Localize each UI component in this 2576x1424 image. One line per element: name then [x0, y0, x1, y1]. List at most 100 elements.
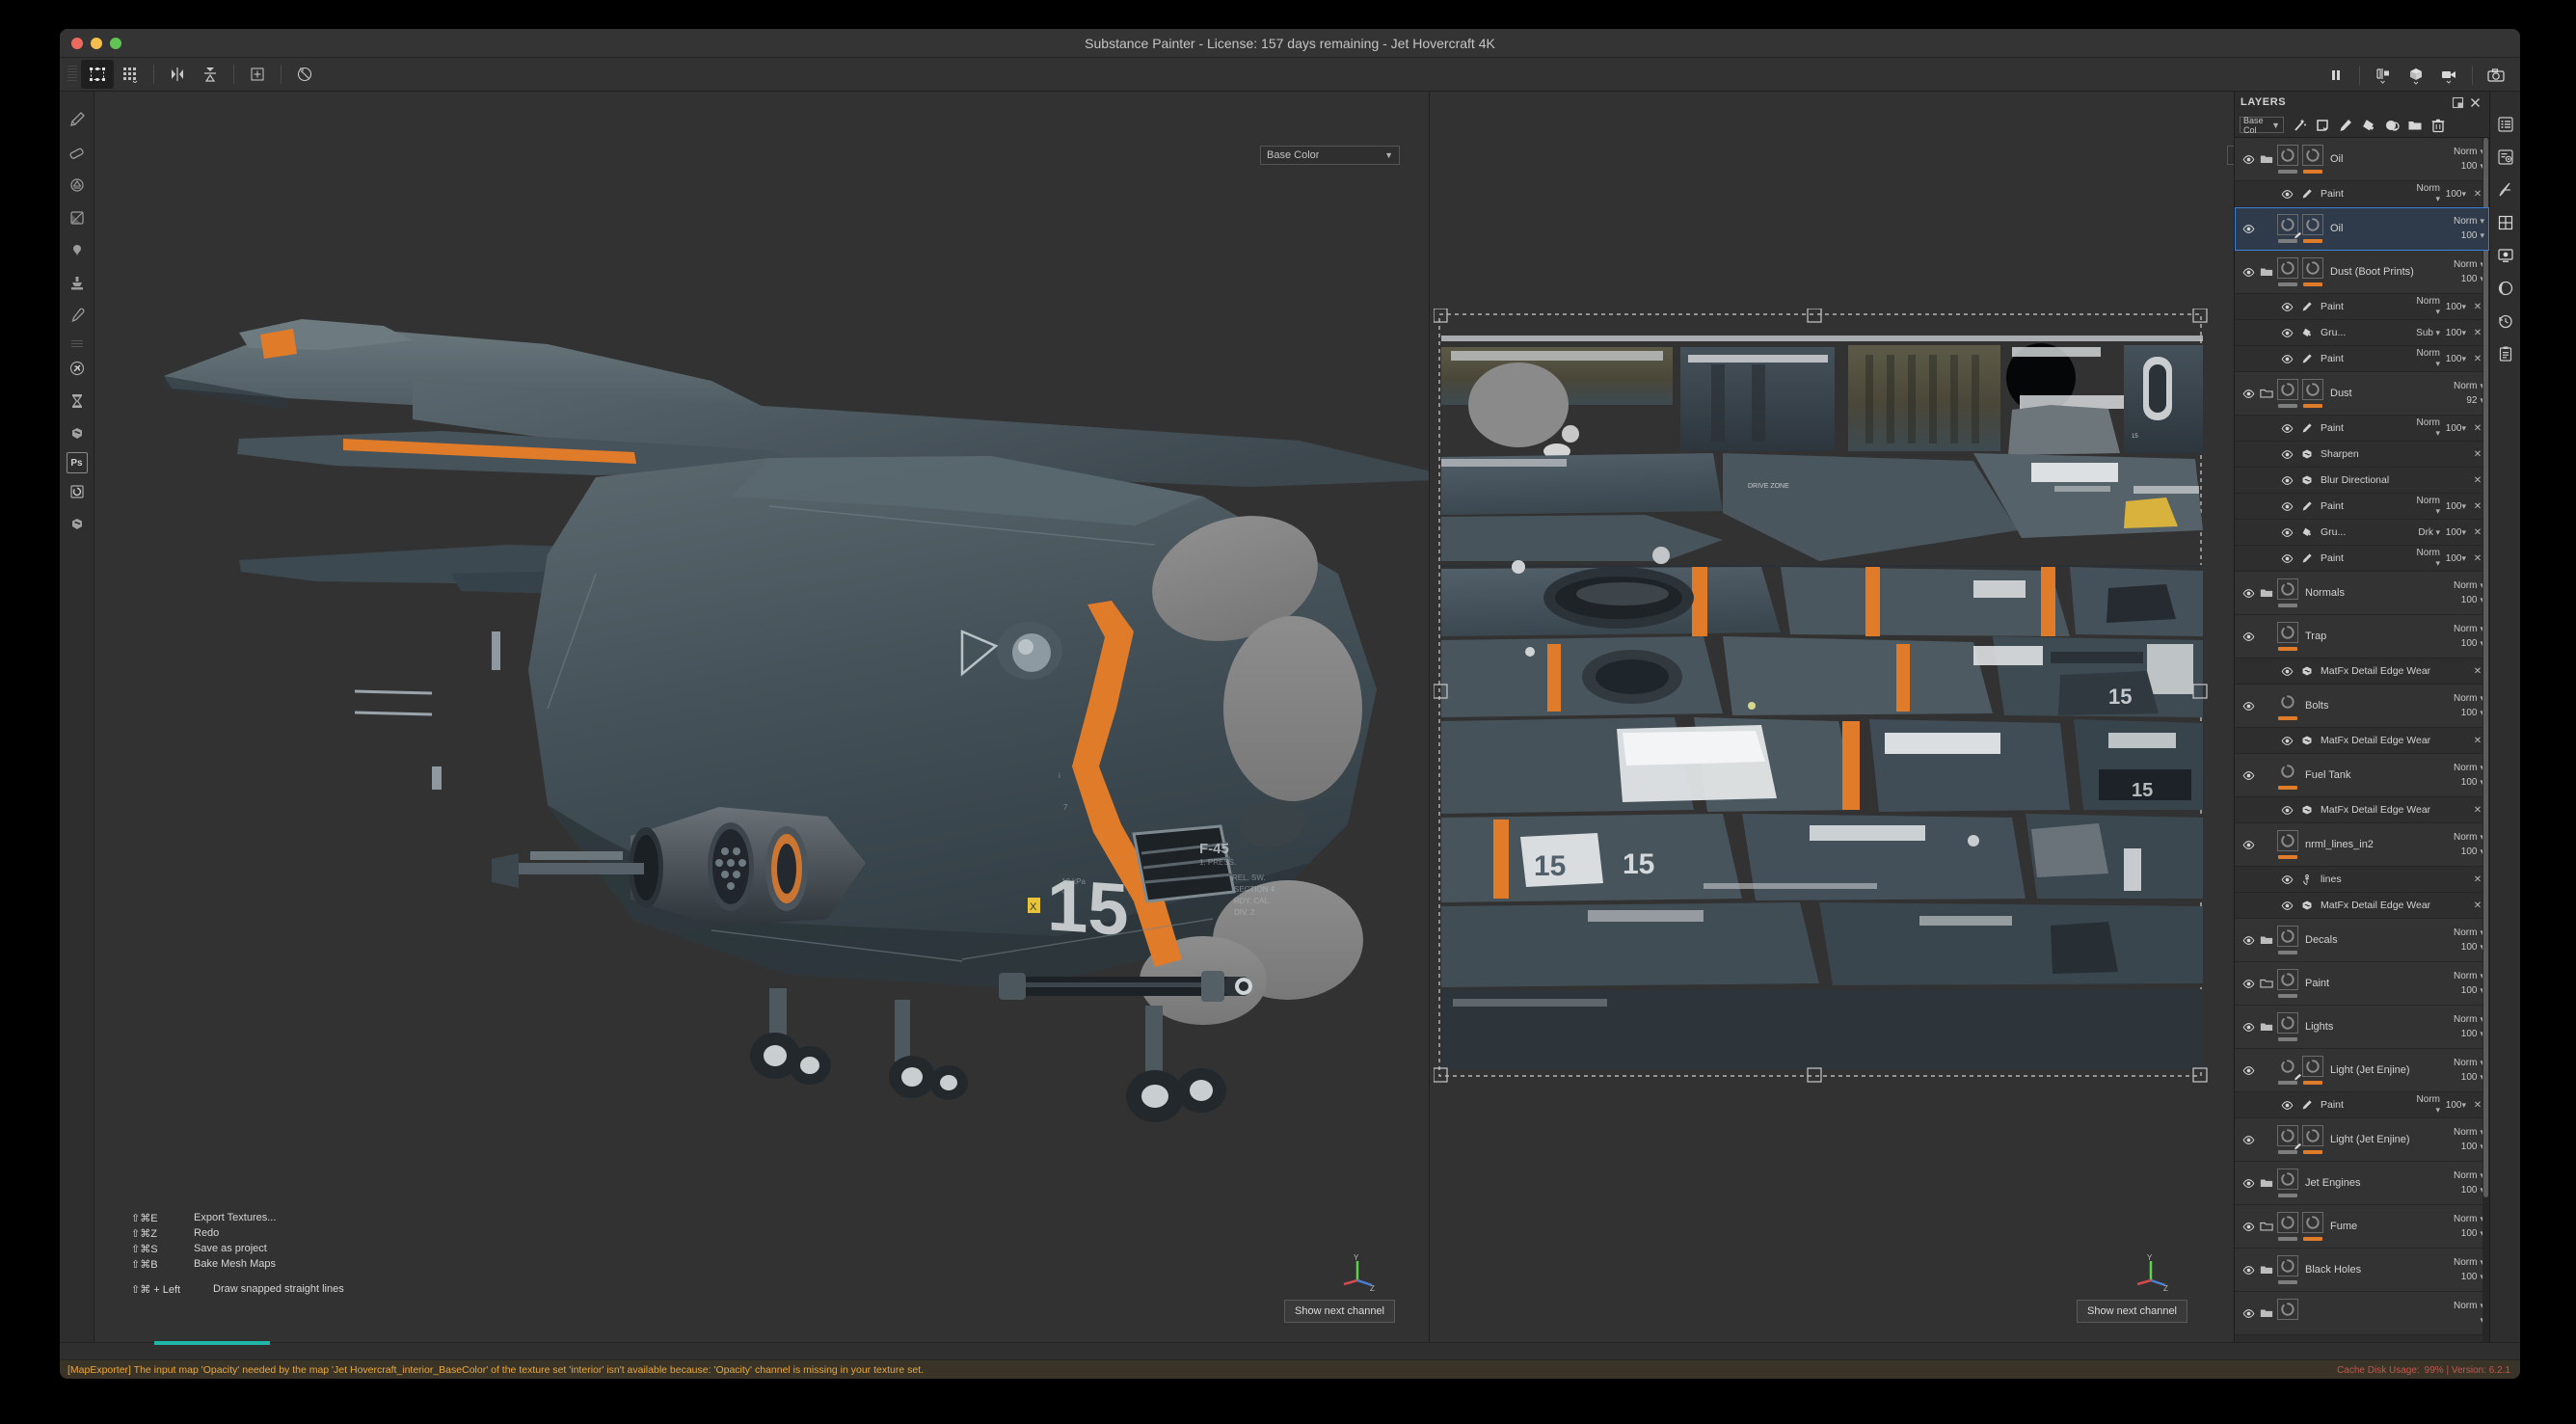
delete-layer-button[interactable]	[2428, 115, 2449, 136]
effect-name[interactable]: Blur Directional	[2321, 474, 2390, 486]
effect-blend-mode[interactable]: Drk ▾	[2418, 526, 2440, 538]
screenshot-button[interactable]	[2480, 61, 2512, 90]
effect-visibility-toggle[interactable]	[2279, 448, 2294, 461]
layer-visibility-toggle[interactable]	[2241, 839, 2256, 851]
layer-mask-thumbnail[interactable]	[2277, 143, 2300, 175]
layer-opacity-select[interactable]: 100▾	[2461, 1185, 2484, 1196]
layer-mask-thumbnail[interactable]	[2277, 1297, 2300, 1330]
layer-name[interactable]: Jet Engines	[2305, 1177, 2361, 1189]
layer-mask-thumbnail[interactable]	[2277, 828, 2300, 861]
sharpen-tool-button[interactable]	[63, 510, 92, 539]
remove-effect-button[interactable]: ✕	[2473, 873, 2482, 885]
layer-mask-thumbnail[interactable]	[2277, 689, 2300, 722]
remove-effect-button[interactable]: ✕	[2473, 526, 2482, 538]
layer-blend-mode-select[interactable]: Norm▾	[2454, 763, 2484, 773]
effect-visibility-toggle[interactable]	[2279, 353, 2294, 365]
layer-content-thumbnail[interactable]	[2302, 1210, 2325, 1243]
layer-visibility-toggle[interactable]	[2241, 153, 2256, 166]
remove-effect-button[interactable]: ✕	[2473, 188, 2482, 200]
layer-blend-mode-select[interactable]: Norm▾	[2454, 147, 2484, 157]
selection-tool-button[interactable]	[81, 60, 114, 89]
layer-effect-row[interactable]: Sharpen✕	[2235, 442, 2489, 468]
layer-blend-mode-select[interactable]: Norm▾	[2454, 1301, 2484, 1311]
layer-visibility-toggle[interactable]	[2241, 934, 2256, 947]
shelf-panel-button[interactable]	[2494, 113, 2517, 136]
layer-visibility-toggle[interactable]	[2241, 388, 2256, 400]
layer-name[interactable]: Dust	[2330, 388, 2352, 399]
layer-visibility-toggle[interactable]	[2241, 1307, 2256, 1320]
effect-opacity[interactable]: 100▾	[2445, 500, 2466, 512]
layers-scrollbar-track[interactable]	[2482, 138, 2489, 1342]
layer-name[interactable]: nrml_lines_in2	[2305, 839, 2374, 850]
remove-effect-button[interactable]: ✕	[2473, 327, 2482, 338]
effect-name[interactable]: Paint	[2321, 353, 2344, 364]
layer-visibility-toggle[interactable]	[2241, 223, 2256, 235]
layer-blend-mode-select[interactable]: Norm▾	[2454, 1214, 2484, 1224]
remove-effect-button[interactable]: ✕	[2473, 1099, 2482, 1111]
layer-mask-thumbnail[interactable]	[2277, 377, 2300, 410]
layer-mask-thumbnail[interactable]	[2277, 1167, 2300, 1199]
layer-effect-row[interactable]: Gru... Drk ▾ 100▾ ✕	[2235, 520, 2489, 546]
effect-blend-mode[interactable]: Norm ▾	[2416, 296, 2440, 316]
baker-tool-button[interactable]	[63, 477, 92, 506]
effect-visibility-toggle[interactable]	[2279, 873, 2294, 886]
layer-opacity-select[interactable]: 100▾	[2461, 638, 2484, 649]
layer-mask-thumbnail[interactable]	[2277, 759, 2300, 792]
effect-visibility-toggle[interactable]	[2279, 474, 2294, 487]
remove-effect-button[interactable]: ✕	[2473, 500, 2482, 512]
camera-mode-button[interactable]	[2432, 61, 2465, 90]
layer-name[interactable]: Trap	[2305, 631, 2327, 642]
texture-set-settings-button[interactable]	[2494, 146, 2517, 169]
effect-opacity[interactable]: 100▾	[2445, 526, 2466, 538]
axis-gizmo-3d[interactable]: Y Z	[1338, 1253, 1375, 1292]
layer-name[interactable]: Lights	[2305, 1021, 2334, 1033]
effect-visibility-toggle[interactable]	[2279, 188, 2294, 201]
layer-visibility-toggle[interactable]	[2241, 1021, 2256, 1034]
layer-opacity-select[interactable]: 92▾	[2466, 395, 2484, 406]
texture-set-list-button[interactable]	[2494, 178, 2517, 202]
effect-name[interactable]: MatFx Detail Edge Wear	[2321, 804, 2431, 816]
layer-name[interactable]: Light (Jet Enjine)	[2330, 1064, 2410, 1076]
layers-panel-button[interactable]	[2494, 211, 2517, 234]
blur-tool-button[interactable]	[63, 387, 92, 416]
layer-effect-row[interactable]: MatFx Detail Edge Wear✕	[2235, 797, 2489, 823]
effect-name[interactable]: Gru...	[2321, 526, 2347, 538]
layer-visibility-toggle[interactable]	[2241, 1177, 2256, 1190]
layer-blend-mode-select[interactable]: Norm▾	[2454, 1058, 2484, 1068]
effect-visibility-toggle[interactable]	[2279, 735, 2294, 747]
layer-blend-mode-select[interactable]: Norm▾	[2454, 624, 2484, 634]
effect-name[interactable]: Paint	[2321, 188, 2344, 200]
layer-visibility-toggle[interactable]	[2241, 1134, 2256, 1146]
layer-mask-thumbnail[interactable]	[2277, 1054, 2302, 1087]
layer-mask-thumbnail[interactable]	[2277, 1210, 2300, 1243]
layer-row[interactable]: Dust (Boot Prints)Norm▾100▾	[2235, 251, 2489, 294]
layer-name[interactable]: Oil	[2330, 223, 2344, 234]
minimize-window-button[interactable]	[91, 38, 102, 49]
layer-visibility-toggle[interactable]	[2241, 587, 2256, 600]
layer-name[interactable]: Oil	[2330, 153, 2344, 165]
effect-visibility-toggle[interactable]	[2279, 422, 2294, 435]
layer-blend-mode-select[interactable]: Norm▾	[2454, 381, 2484, 391]
effect-name[interactable]: Paint	[2321, 1099, 2344, 1111]
layer-blend-mode-select[interactable]: Norm▾	[2454, 832, 2484, 843]
layer-mask-thumbnail[interactable]	[2277, 1010, 2300, 1043]
effect-name[interactable]: MatFx Detail Edge Wear	[2321, 665, 2431, 677]
effect-name[interactable]: Gru...	[2321, 327, 2347, 338]
layer-opacity-select[interactable]: 100▾	[2461, 1228, 2484, 1239]
layer-content-thumbnail[interactable]	[2302, 1054, 2325, 1087]
reset-camera-button[interactable]	[288, 60, 321, 89]
layer-name[interactable]: Black Holes	[2305, 1264, 2362, 1276]
effect-visibility-toggle[interactable]	[2279, 665, 2294, 678]
effect-blend-mode[interactable]: Norm ▾	[2416, 183, 2440, 203]
layer-visibility-toggle[interactable]	[2241, 1221, 2256, 1233]
add-paint-layer-button[interactable]	[2335, 115, 2356, 136]
